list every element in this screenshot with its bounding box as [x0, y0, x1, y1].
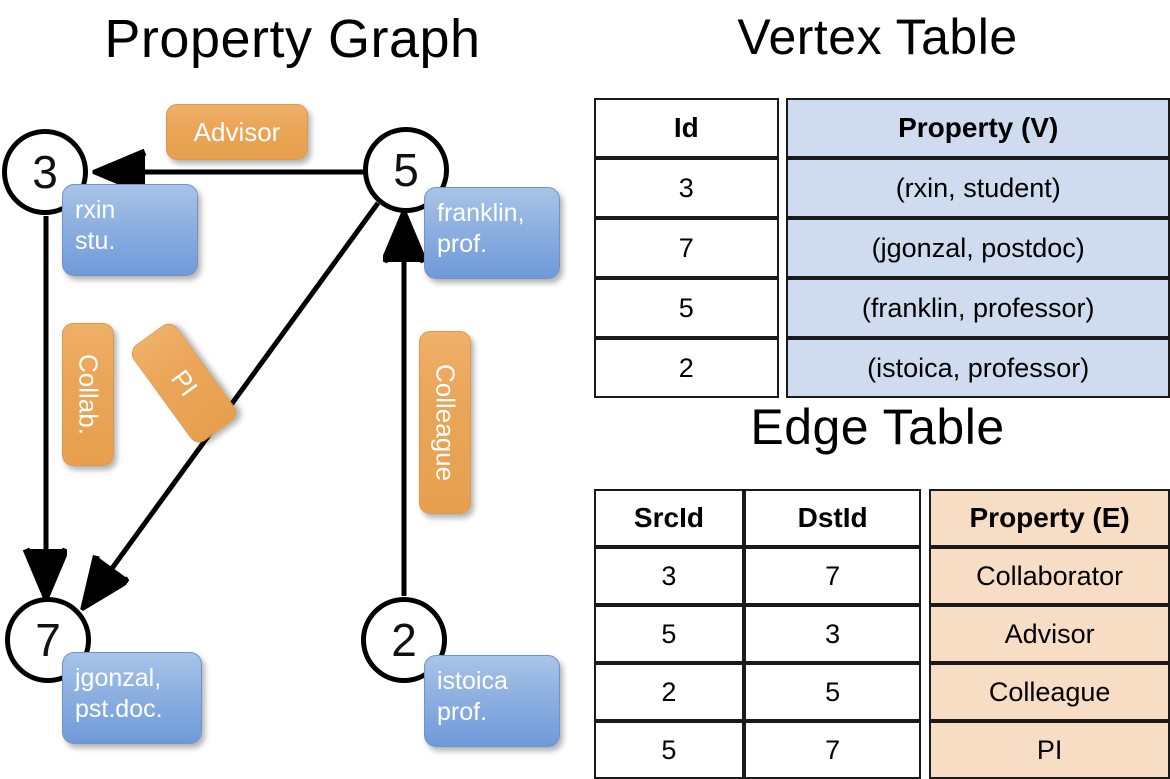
edge-src-cell: 5 [594, 721, 744, 779]
graph-node-2[interactable]: 2 [361, 597, 447, 683]
vertex-table-column-gap [778, 218, 787, 278]
property-box-istoica[interactable]: istoica prof. [424, 655, 560, 747]
edge-table-header-srcid: SrcId [594, 489, 744, 547]
vertex-table-column-gap [778, 338, 787, 398]
edge-table: SrcId DstId Property (E) 3 7 Collaborato… [594, 489, 1170, 779]
vertex-property-cell: (istoica, professor) [786, 338, 1170, 398]
table-row[interactable]: 5 (franklin, professor) [594, 278, 1170, 338]
table-row[interactable]: 3 (rxin, student) [594, 158, 1170, 218]
edge-table-header-property: Property (E) [929, 489, 1170, 547]
vertex-id-cell: 3 [594, 158, 779, 218]
vertex-table-header-row: Id Property (V) [594, 98, 1170, 158]
graph-node-3-label: 3 [32, 146, 58, 198]
vertex-property-cell: (rxin, student) [786, 158, 1170, 218]
graph-node-2-label: 2 [391, 614, 417, 666]
graph-node-5-label: 5 [393, 144, 419, 196]
table-row[interactable]: 2 5 Colleague [594, 663, 1170, 721]
table-row[interactable]: 5 7 PI [594, 721, 1170, 779]
property-box-jgonzal[interactable]: jgonzal, pst.doc. [62, 652, 202, 744]
table-row[interactable]: 7 (jgonzal, postdoc) [594, 218, 1170, 278]
edge-property-cell: Colleague [929, 663, 1170, 721]
vertex-table-column-gap [778, 278, 787, 338]
property-box-franklin-line2: prof. [437, 229, 488, 258]
edge-label-pi-text: PI [165, 363, 204, 402]
property-box-istoica-line2: prof. [437, 697, 488, 726]
edge-src-cell: 3 [594, 547, 744, 605]
property-box-rxin-line2: stu. [75, 226, 116, 255]
property-box-rxin[interactable]: rxin stu. [62, 184, 198, 276]
edge-label-collab-text: Collab. [73, 354, 104, 435]
edge-dst-cell: 7 [743, 721, 922, 779]
property-box-istoica-line1: istoica [437, 667, 508, 695]
edge-table-column-gap [921, 489, 930, 547]
edge-table-column-gap [921, 547, 930, 605]
vertex-table-column-gap [778, 98, 787, 158]
edge-label-collab[interactable]: Collab. [62, 323, 114, 466]
edge-table-column-gap [921, 721, 930, 779]
page-title-vertex-table: Vertex Table [737, 9, 1018, 65]
property-box-jgonzal-line1: jgonzal, [75, 664, 162, 692]
vertex-table-header-id: Id [594, 98, 779, 158]
vertex-property-cell: (jgonzal, postdoc) [786, 218, 1170, 278]
vertex-table-header-property: Property (V) [786, 98, 1170, 158]
edge-label-advisor-text: Advisor [193, 116, 281, 147]
edge-dst-cell: 5 [743, 663, 922, 721]
table-row[interactable]: 3 7 Collaborator [594, 547, 1170, 605]
vertex-table-column-gap [778, 158, 787, 218]
table-row[interactable]: 2 (istoica, professor) [594, 338, 1170, 398]
table-row[interactable]: 5 3 Advisor [594, 605, 1170, 663]
edge-table-header-row: SrcId DstId Property (E) [594, 489, 1170, 547]
property-box-jgonzal-line2: pst.doc. [75, 694, 163, 723]
edge-dst-cell: 7 [743, 547, 922, 605]
edge-table-column-gap [921, 605, 930, 663]
vertex-id-cell: 7 [594, 218, 779, 278]
edge-src-cell: 2 [594, 663, 744, 721]
edge-table-column-gap [921, 663, 930, 721]
property-box-franklin-line1: franklin, [437, 199, 525, 227]
vertex-id-cell: 5 [594, 278, 779, 338]
vertex-id-cell: 2 [594, 338, 779, 398]
edge-table-header-dstid: DstId [743, 489, 922, 547]
vertex-table: Id Property (V) 3 (rxin, student) 7 (jgo… [594, 98, 1170, 398]
edge-label-advisor[interactable]: Advisor [166, 104, 308, 160]
property-graph-diagram: 3 5 7 2 rxin stu. franklin, prof. jgonza… [0, 0, 585, 760]
page-title-edge-table: Edge Table [750, 399, 1005, 455]
edge-property-cell: Advisor [929, 605, 1170, 663]
edge-dst-cell: 3 [743, 605, 922, 663]
page-title-property-graph: Property Graph [104, 9, 481, 69]
property-box-franklin[interactable]: franklin, prof. [424, 187, 560, 279]
vertex-property-cell: (franklin, professor) [786, 278, 1170, 338]
property-box-rxin-line1: rxin [75, 196, 116, 224]
edge-label-colleague-text: Colleague [430, 363, 461, 482]
edge-label-colleague[interactable]: Colleague [419, 331, 471, 514]
graph-node-7-label: 7 [35, 614, 61, 666]
edge-property-cell: Collaborator [929, 547, 1170, 605]
edge-property-cell: PI [929, 721, 1170, 779]
edge-src-cell: 5 [594, 605, 744, 663]
